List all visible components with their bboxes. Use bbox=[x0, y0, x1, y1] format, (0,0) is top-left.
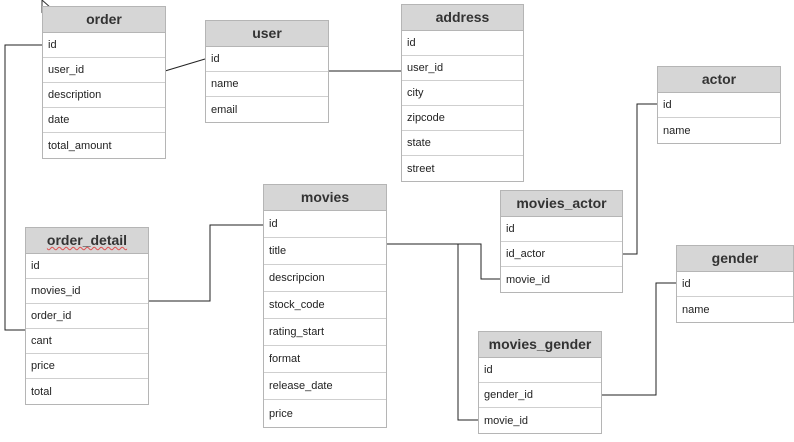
field-id[interactable]: id bbox=[501, 217, 622, 242]
table-gender[interactable]: gender id name bbox=[676, 245, 794, 323]
field-format[interactable]: format bbox=[264, 346, 386, 373]
connector-movies-actor-actor bbox=[623, 103, 657, 255]
field-price[interactable]: price bbox=[269, 407, 293, 420]
table-title: movies_gender bbox=[479, 332, 601, 358]
field-id[interactable]: id bbox=[206, 47, 328, 72]
field-id[interactable]: id bbox=[658, 93, 780, 118]
table-title: movies bbox=[264, 185, 386, 211]
table-user[interactable]: user id name email bbox=[205, 20, 329, 123]
table-order[interactable]: order id user_id description date total_… bbox=[42, 6, 166, 159]
table-title: gender bbox=[677, 246, 793, 272]
table-movies-gender[interactable]: movies_gender id gender_id movie_id bbox=[478, 331, 602, 434]
field-gender-id[interactable]: gender_id bbox=[479, 383, 601, 408]
field-zipcode[interactable]: zipcode bbox=[402, 106, 523, 131]
field-movies-id[interactable]: movies_id bbox=[26, 279, 148, 304]
table-title: order_detail bbox=[26, 228, 148, 254]
field-release-date[interactable]: release_date bbox=[264, 373, 386, 400]
field-id-actor[interactable]: id_actor bbox=[501, 242, 622, 267]
field-movie-id[interactable]: movie_id bbox=[484, 414, 529, 427]
field-id[interactable]: id bbox=[479, 358, 601, 383]
connector-order-detail-movies bbox=[149, 224, 263, 302]
connector-order-user bbox=[164, 58, 206, 72]
field-name[interactable]: name bbox=[663, 124, 691, 137]
field-user-id[interactable]: user_id bbox=[402, 56, 523, 81]
field-price[interactable]: price bbox=[26, 354, 148, 379]
field-date[interactable]: date bbox=[43, 108, 165, 133]
table-movies-actor[interactable]: movies_actor id id_actor movie_id bbox=[500, 190, 623, 293]
field-name[interactable]: name bbox=[206, 72, 328, 97]
field-id[interactable]: id bbox=[26, 254, 148, 279]
field-movie-id[interactable]: movie_id bbox=[506, 273, 551, 286]
table-title: actor bbox=[658, 67, 780, 93]
connector-movies-gender-gender bbox=[602, 282, 676, 396]
connector-movies-movies-gender bbox=[387, 243, 478, 421]
table-title: address bbox=[402, 5, 523, 31]
field-total-amount[interactable]: total_amount bbox=[48, 139, 112, 152]
table-actor[interactable]: actor id name bbox=[657, 66, 781, 144]
field-title[interactable]: title bbox=[264, 238, 386, 265]
table-movies[interactable]: movies id title descripcion stock_code r… bbox=[263, 184, 387, 428]
field-street[interactable]: street bbox=[407, 162, 435, 175]
field-order-id[interactable]: order_id bbox=[26, 304, 148, 329]
field-email[interactable]: email bbox=[211, 103, 238, 116]
table-order-detail[interactable]: order_detail id movies_id order_id cant … bbox=[25, 227, 149, 405]
table-title: order bbox=[43, 7, 165, 33]
field-name[interactable]: name bbox=[682, 303, 710, 316]
table-address[interactable]: address id user_id city zipcode state st… bbox=[401, 4, 524, 182]
table-title-text: order_detail bbox=[46, 232, 128, 248]
field-descripcion[interactable]: descripcion bbox=[264, 265, 386, 292]
field-total[interactable]: total bbox=[31, 385, 52, 398]
table-title: user bbox=[206, 21, 328, 47]
field-city[interactable]: city bbox=[402, 81, 523, 106]
connector-movies-movies-actor bbox=[387, 243, 500, 280]
field-description[interactable]: description bbox=[43, 83, 165, 108]
field-id[interactable]: id bbox=[677, 272, 793, 297]
field-cant[interactable]: cant bbox=[26, 329, 148, 354]
field-stock-code[interactable]: stock_code bbox=[264, 292, 386, 319]
field-state[interactable]: state bbox=[402, 131, 523, 156]
field-id[interactable]: id bbox=[264, 211, 386, 238]
table-title: movies_actor bbox=[501, 191, 622, 217]
field-id[interactable]: id bbox=[43, 33, 165, 58]
field-user-id[interactable]: user_id bbox=[43, 58, 165, 83]
field-rating-start[interactable]: rating_start bbox=[264, 319, 386, 346]
connector-order-order-detail bbox=[4, 44, 42, 331]
field-id[interactable]: id bbox=[402, 31, 523, 56]
